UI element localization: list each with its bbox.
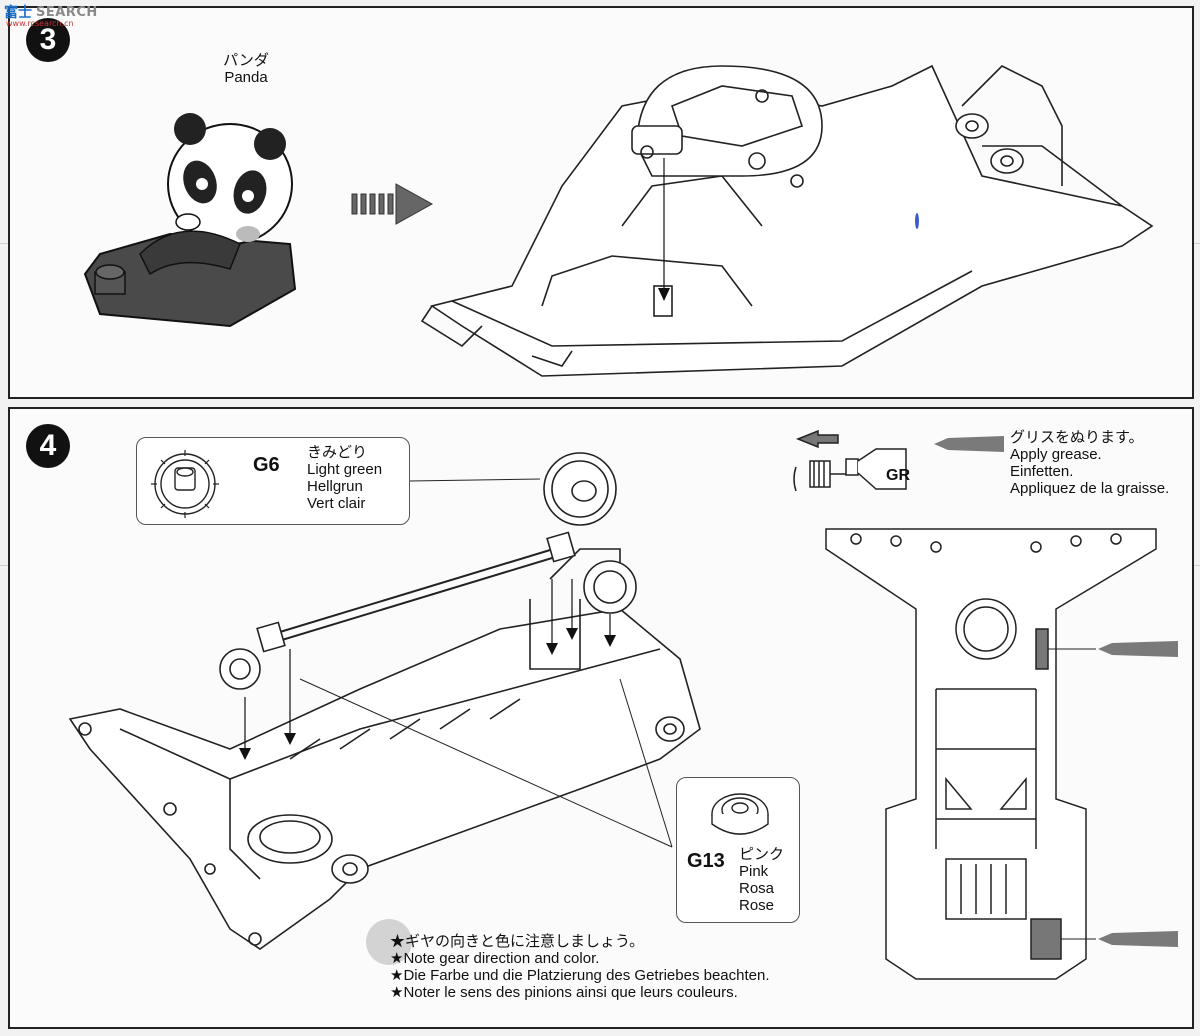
- g13-code: G13: [687, 850, 725, 872]
- note-en: ★Note gear direction and color.: [390, 950, 600, 967]
- grease-instructions: グリスをぬります。 Apply grease. Einfetten. Appli…: [1010, 429, 1169, 497]
- grease-tube-icon: [845, 448, 907, 490]
- g6-code: G6: [253, 454, 280, 476]
- g13-name-jp: ピンク: [739, 846, 785, 863]
- g13-callout: G13 ピンク Pink Rosa Rose: [676, 777, 800, 923]
- g6-gear-icon: [151, 450, 219, 518]
- chassis-top-view-drawing: [825, 528, 1157, 980]
- grease-tube-text: GR: [886, 467, 910, 484]
- step-3-panel: 3 パンダ Panda: [8, 6, 1194, 399]
- chassis-isometric-drawing: [68, 452, 701, 950]
- panda-name-jp: パンダ: [223, 52, 269, 69]
- g13-name-fr: Rose: [739, 897, 775, 914]
- grease-de: Einfetten.: [1010, 463, 1074, 480]
- grease-marker-upper: [1098, 641, 1178, 657]
- g6-callout: G6 きみどり Light green Hellgrun Vert clair: [136, 437, 410, 525]
- g6-name-jp: きみどり: [307, 444, 368, 461]
- panda-label: パンダ Panda: [206, 52, 286, 86]
- g13-names: ピンク Pink Rosa Rose: [739, 846, 784, 914]
- note-de: ★Die Farbe und die Platzierung des Getri…: [390, 967, 770, 984]
- g6-name-en: Light green: [307, 461, 383, 478]
- grease-marker-lower: [1098, 931, 1178, 947]
- body-assembly-drawing: [420, 64, 1154, 377]
- direction-arrow: [351, 183, 434, 225]
- watermark-url: www.rcsearch.cn: [6, 19, 74, 28]
- note-jp: ★ギヤの向きと色に注意しましょう。: [390, 933, 645, 950]
- grease-jp: グリスをぬります。: [1010, 429, 1144, 446]
- grease-marker-icon: [934, 436, 1004, 452]
- grease-fr: Appliquez de la graisse.: [1010, 480, 1170, 497]
- watermark: 富士 SEARCH: [4, 2, 98, 22]
- watermark-text: SEARCH: [36, 4, 98, 20]
- note-fr: ★Noter le sens des pinions ainsi que leu…: [390, 984, 738, 1001]
- step-4-panel: 4 G6 きみどり Light green Hellgrun Vert clai…: [8, 407, 1194, 1029]
- step-4-number: 4: [26, 424, 70, 468]
- rotation-direction-icon: [793, 429, 848, 492]
- grease-en: Apply grease.: [1010, 446, 1102, 463]
- watermark-logo: 富士: [4, 5, 32, 21]
- g13-gear-icon: [711, 793, 769, 835]
- step-3-number: 3: [26, 18, 70, 62]
- g6-name-de: Hellgrun: [307, 478, 363, 495]
- note-marker: [366, 919, 412, 965]
- gear-notes: ★ギヤの向きと色に注意しましょう。 ★Note gear direction a…: [390, 933, 770, 1001]
- g6-names: きみどり Light green Hellgrun Vert clair: [307, 444, 382, 512]
- panda-figure: [83, 113, 297, 328]
- panda-name-en: Panda: [224, 69, 268, 86]
- g13-name-es: Rosa: [739, 880, 775, 897]
- g6-name-fr: Vert clair: [307, 495, 366, 512]
- g13-name-en: Pink: [739, 863, 769, 880]
